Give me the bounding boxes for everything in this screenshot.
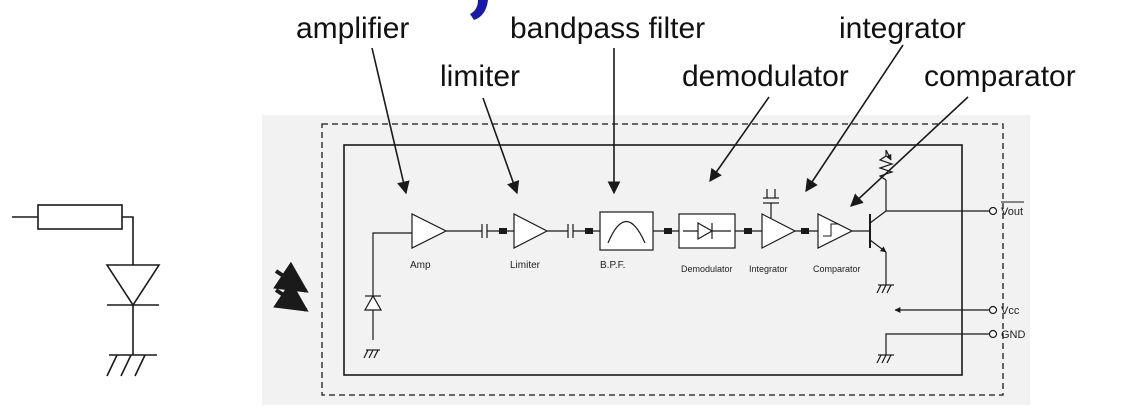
- limiter-block: [513, 213, 549, 249]
- comparator-label: Comparator: [813, 264, 861, 274]
- bpf-label: B.P.F.: [600, 260, 625, 271]
- package-outline: [321, 123, 1004, 396]
- vout-pin: [988, 206, 998, 216]
- ir-light-arrows: [273, 261, 309, 312]
- diode-symbol: [105, 264, 161, 307]
- integrator-callout: integrator: [839, 12, 966, 45]
- gnd-label: GND: [1001, 329, 1026, 341]
- schematic-panel: [262, 115, 1030, 405]
- amplifier-callout: amplifier: [296, 12, 409, 45]
- integrator-block: [761, 213, 797, 249]
- vcc-label: Vcc: [1001, 305, 1020, 317]
- resistor-symbol: [37, 204, 123, 230]
- integrator-label: Integrator: [749, 264, 788, 274]
- bandpass-filter-callout: bandpass filter: [510, 12, 705, 45]
- amp-block: [411, 213, 448, 249]
- callout-arrows: [371, 44, 969, 207]
- bpf-block: [599, 211, 654, 251]
- amp-label: Amp: [410, 260, 431, 271]
- comparator-callout: comparator: [924, 60, 1076, 93]
- gnd-pin: [988, 329, 998, 339]
- chip-border: [343, 144, 963, 376]
- vcc-pin: [988, 305, 998, 315]
- photodiode-circuit: [12, 204, 161, 377]
- comparator-block: [817, 213, 854, 249]
- title-fragment: [468, 0, 488, 20]
- pullup-resistor: [878, 150, 894, 181]
- demodulator-callout: demodulator: [682, 60, 849, 93]
- limiter-callout: limiter: [440, 60, 520, 93]
- demodulator-label: Demodulator: [681, 264, 733, 274]
- internal-photodiode: [363, 232, 415, 359]
- limiter-label: Limiter: [510, 260, 541, 271]
- vout-label: Vout: [1001, 206, 1023, 218]
